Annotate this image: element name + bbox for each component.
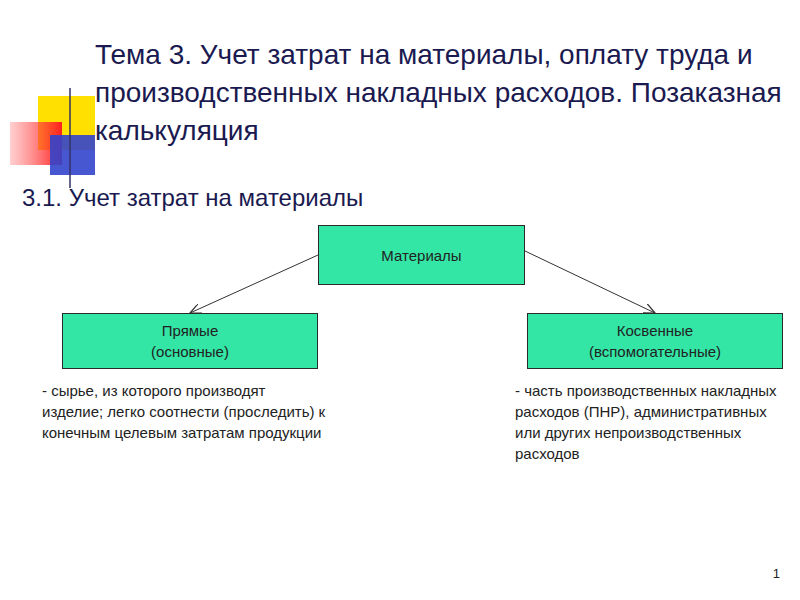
arrow-connector [525, 251, 655, 313]
title-rule [0, 156, 780, 158]
box-text: Прямые (основные) [151, 320, 229, 362]
blue-square [50, 135, 95, 175]
subtitle: 3.1. Учет затрат на материалы [22, 183, 622, 213]
box-text: Косвенные (вспомогательные) [589, 320, 721, 362]
vertical-rule [69, 88, 71, 188]
process-box: Косвенные (вспомогательные) [527, 313, 783, 369]
description-text: - часть производственных накладных расхо… [515, 380, 795, 464]
slide-title: Тема 3. Учет затрат на материалы, оплату… [95, 36, 795, 150]
description-text: - сырье, из которого производят изделие;… [42, 380, 327, 443]
arrow-connector [190, 255, 318, 313]
page-number: 1 [740, 566, 780, 582]
process-box: Материалы [318, 225, 525, 285]
process-box: Прямые (основные) [62, 313, 318, 369]
box-text: Материалы [381, 245, 461, 266]
